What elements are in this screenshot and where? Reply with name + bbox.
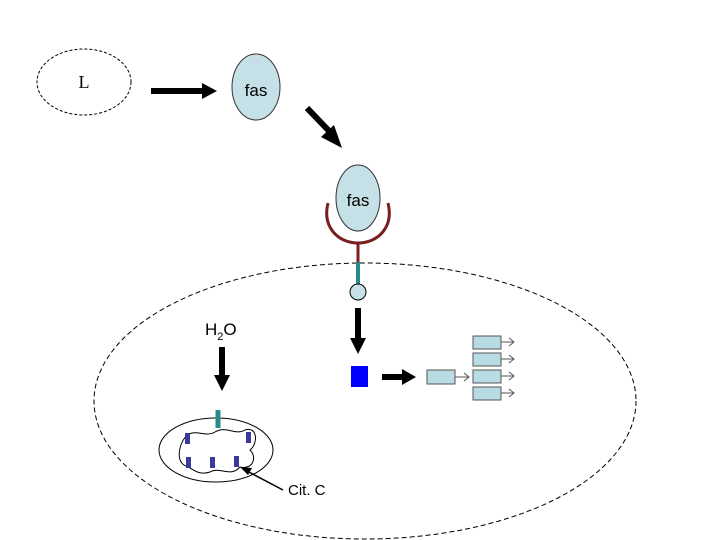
mitochondrion [158,410,274,483]
cyt-c-marker [210,457,215,468]
caspase-tag [472,335,515,350]
ligand-ellipse [36,48,132,116]
fas-free-group: fas [231,53,281,121]
cell-membrane [93,262,637,540]
arrow-head [402,369,416,385]
receptor-group: fas [325,164,391,301]
caspase-tag [472,352,515,367]
water-label-o: O [223,320,236,339]
fas-free-oval [231,53,281,121]
cyt-c-marker [234,456,239,467]
caspase-body [426,369,456,385]
adapter-node [349,283,367,301]
arrow-fas-to-receptor [304,105,342,148]
arrow-shaft [304,105,334,136]
cyt-c-pointer [240,467,284,491]
arrow-head [202,83,217,99]
fas-bound-label: fas [347,191,370,210]
caspase-tag [472,369,515,384]
cyt-c-marker [185,433,190,444]
arrow-ligand-to-fas [151,83,217,99]
arrow-head [321,125,342,148]
water-label: H2O [205,320,237,343]
arrow-water-to-mito [214,347,230,391]
fas-free-label: fas [245,81,268,100]
arrow-head [214,375,230,391]
cyt-c-marker [246,432,251,443]
pointer-line [244,469,284,491]
arrow-head [350,338,366,354]
ligand-group: L [36,48,132,116]
cyt-c-marker [186,457,191,468]
water-label-h: H [205,320,217,339]
caspase-single [426,369,470,385]
caspase-stack [472,335,515,401]
caspase-tag [472,386,515,401]
caspase-tip [455,372,470,382]
cyt-c-label: Cit. C [288,482,326,499]
arrow-block-to-caspase [382,369,416,385]
activation-block [351,366,368,387]
pointer-head [240,467,252,475]
ligand-label: L [79,72,90,92]
fas-bound-oval [335,164,381,232]
arrow-adapter-to-block [350,308,366,354]
water-label-subscript: 2 [217,331,223,343]
